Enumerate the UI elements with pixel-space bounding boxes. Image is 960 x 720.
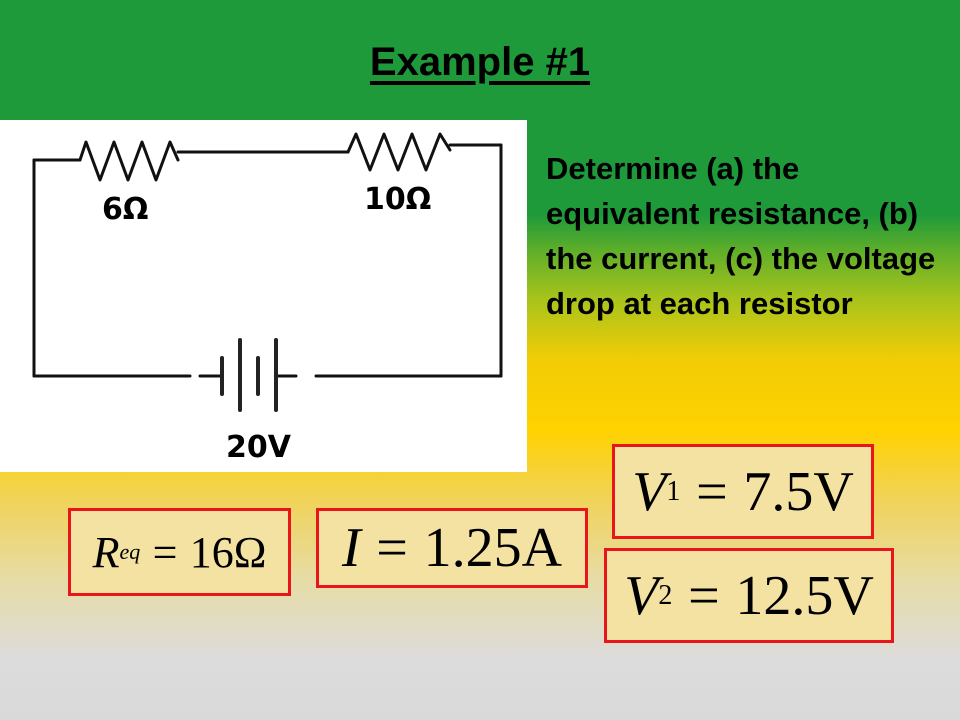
current-box: I=1.25A: [316, 508, 588, 588]
current-value: 1.25A: [423, 517, 563, 579]
battery-label: 20V: [226, 430, 291, 465]
req-value: 16Ω: [189, 527, 267, 577]
resistor-2-label: 10Ω: [364, 182, 432, 217]
v2-subscript: 2: [658, 579, 673, 611]
v1-subscript: 1: [666, 475, 681, 507]
req-subscript: eq: [119, 539, 141, 564]
v2-equals: =: [688, 564, 720, 627]
v2-value: 12.5V: [735, 564, 874, 627]
req-equals: =: [152, 527, 178, 577]
question-text: Determine (a) the equivalent resistance,…: [546, 151, 936, 321]
resistor-1-label: 6Ω: [102, 192, 149, 227]
req-symbol: R: [92, 527, 120, 577]
circuit-diagram: 6Ω 10Ω 20V: [0, 120, 527, 472]
circuit-wiring: [32, 132, 503, 412]
current-equals: =: [376, 517, 408, 579]
resistor-10-ohm: [346, 132, 452, 172]
slide-title: Example #1: [369, 40, 591, 84]
current-symbol: I: [341, 517, 361, 579]
resistor-6-ohm: [78, 140, 180, 182]
v1-value: 7.5V: [743, 460, 854, 523]
v1-symbol: V: [632, 460, 667, 523]
v1-equals: =: [696, 460, 728, 523]
v2-symbol: V: [624, 564, 659, 627]
